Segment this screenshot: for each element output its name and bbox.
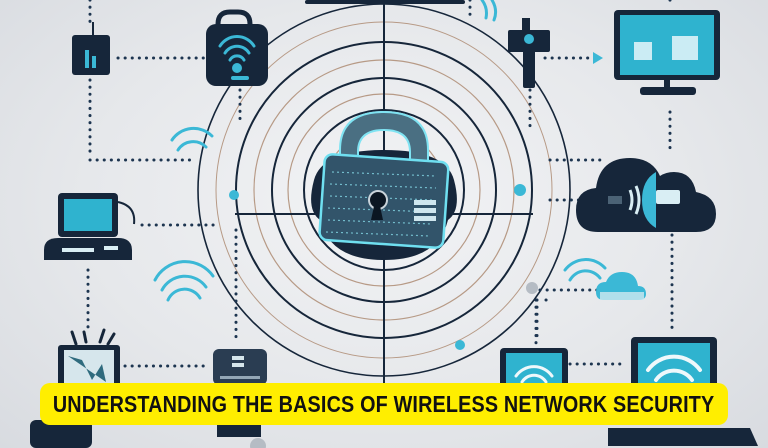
monitor-icon (614, 10, 720, 95)
cloud-icon (576, 158, 716, 232)
title-banner: UNDERSTANDING THE BASICS OF WIRELESS NET… (40, 383, 728, 425)
junction-node (526, 282, 538, 294)
laptop-icon (44, 193, 136, 260)
wifi-hub-icon (206, 9, 268, 86)
dotted-connectors (86, 0, 674, 368)
padlock-icon (311, 110, 457, 260)
laptop-wifi-icon (608, 337, 758, 446)
router-icon (72, 22, 110, 75)
binary-pattern (325, 171, 437, 237)
node-dots (229, 184, 526, 350)
small-cloud-icon (596, 272, 646, 300)
banner-title: UNDERSTANDING THE BASICS OF WIRELESS NET… (53, 390, 715, 417)
server-icon (213, 349, 267, 448)
tv-icon (30, 328, 120, 448)
wifi-signal-arcs (153, 0, 607, 302)
antenna-icon (508, 18, 603, 88)
